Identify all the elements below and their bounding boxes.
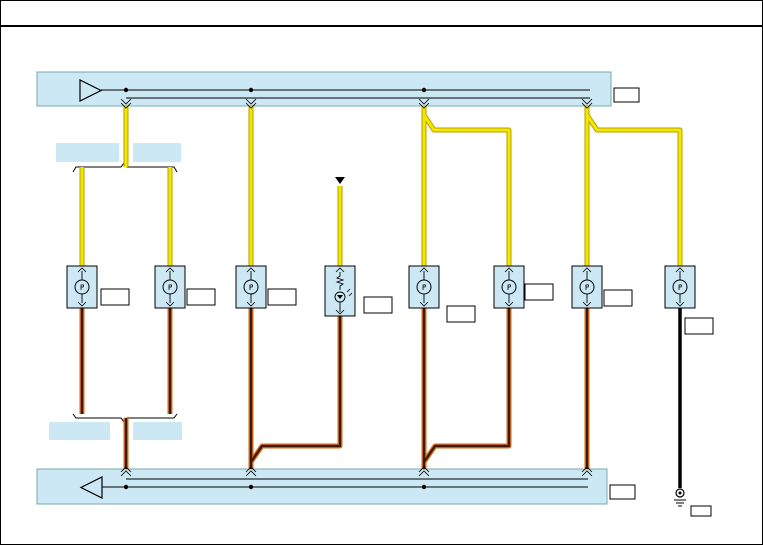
junction-dot: [123, 87, 129, 93]
bottom-bus-connector-box: [609, 484, 636, 500]
pin-icon: [246, 267, 256, 273]
pin-icon: [675, 267, 685, 273]
junction-dot: [123, 484, 129, 490]
resistor-icon: [335, 272, 345, 290]
filament-icon: [249, 284, 254, 290]
down-arrow-icon: [335, 177, 345, 184]
bulb-lamp-component: [408, 265, 476, 323]
variant-label-box: [49, 422, 110, 440]
filament-icon: [678, 284, 683, 290]
junction-dot: [248, 484, 254, 490]
component-connector-box: [684, 317, 714, 335]
top-bus-connector-box: [613, 87, 640, 103]
top-bus-bar: [36, 71, 612, 107]
bulb-lamp-component: [571, 265, 633, 309]
bulb-lamp-component: [66, 265, 130, 309]
ground-label-box: [690, 505, 712, 517]
bulb-lamp-component: [664, 265, 714, 335]
pin-icon: [165, 301, 175, 307]
pin-icon: [335, 309, 345, 315]
variant-label-box: [133, 143, 181, 162]
yellow-wires: [79, 106, 683, 268]
bus-connector-pins: [120, 98, 593, 477]
pin-icon: [246, 301, 256, 307]
brown-wires: [79, 308, 590, 469]
component-connector-box: [186, 288, 216, 306]
pin-icon: [582, 267, 592, 273]
component-connector-box: [100, 288, 130, 306]
lamps-layer: [66, 265, 714, 335]
component-connector-box: [603, 289, 633, 307]
pin-icon: [165, 267, 175, 273]
filament-icon: [168, 284, 173, 290]
junction-dot: [421, 484, 427, 490]
variant-label-box: [56, 143, 119, 162]
filament-icon: [422, 284, 427, 290]
top-bus: [36, 71, 640, 107]
pin-icon: [419, 301, 429, 307]
light-emission-icon: [346, 288, 353, 297]
led-lamp-component: [324, 265, 393, 317]
bottom-bus: [36, 468, 636, 505]
diode-icon: [337, 295, 343, 299]
pin-icon: [582, 301, 592, 307]
arrow-right-triangle-icon: [79, 79, 103, 102]
pin-icon: [675, 301, 685, 307]
pin-icon: [335, 267, 345, 273]
junction-dot: [248, 87, 254, 93]
pin-icon: [504, 301, 514, 307]
pin-icon: [419, 267, 429, 273]
bulb-lamp-component: [493, 265, 554, 309]
bulb-lamp-component: [235, 265, 297, 309]
filament-icon: [507, 284, 512, 290]
pin-icon: [77, 267, 87, 273]
component-connector-box: [267, 288, 297, 306]
pin-icon: [77, 301, 87, 307]
pin-icon: [504, 267, 514, 273]
component-connector-box: [524, 283, 554, 301]
filament-icon: [80, 284, 85, 290]
bulb-lamp-component: [154, 265, 216, 309]
ground-icon: [674, 488, 686, 507]
filament-icon: [585, 284, 590, 290]
component-connector-box: [363, 296, 393, 314]
junction-dot: [421, 87, 427, 93]
component-connector-box: [446, 305, 476, 323]
variant-label-box: [133, 422, 182, 440]
